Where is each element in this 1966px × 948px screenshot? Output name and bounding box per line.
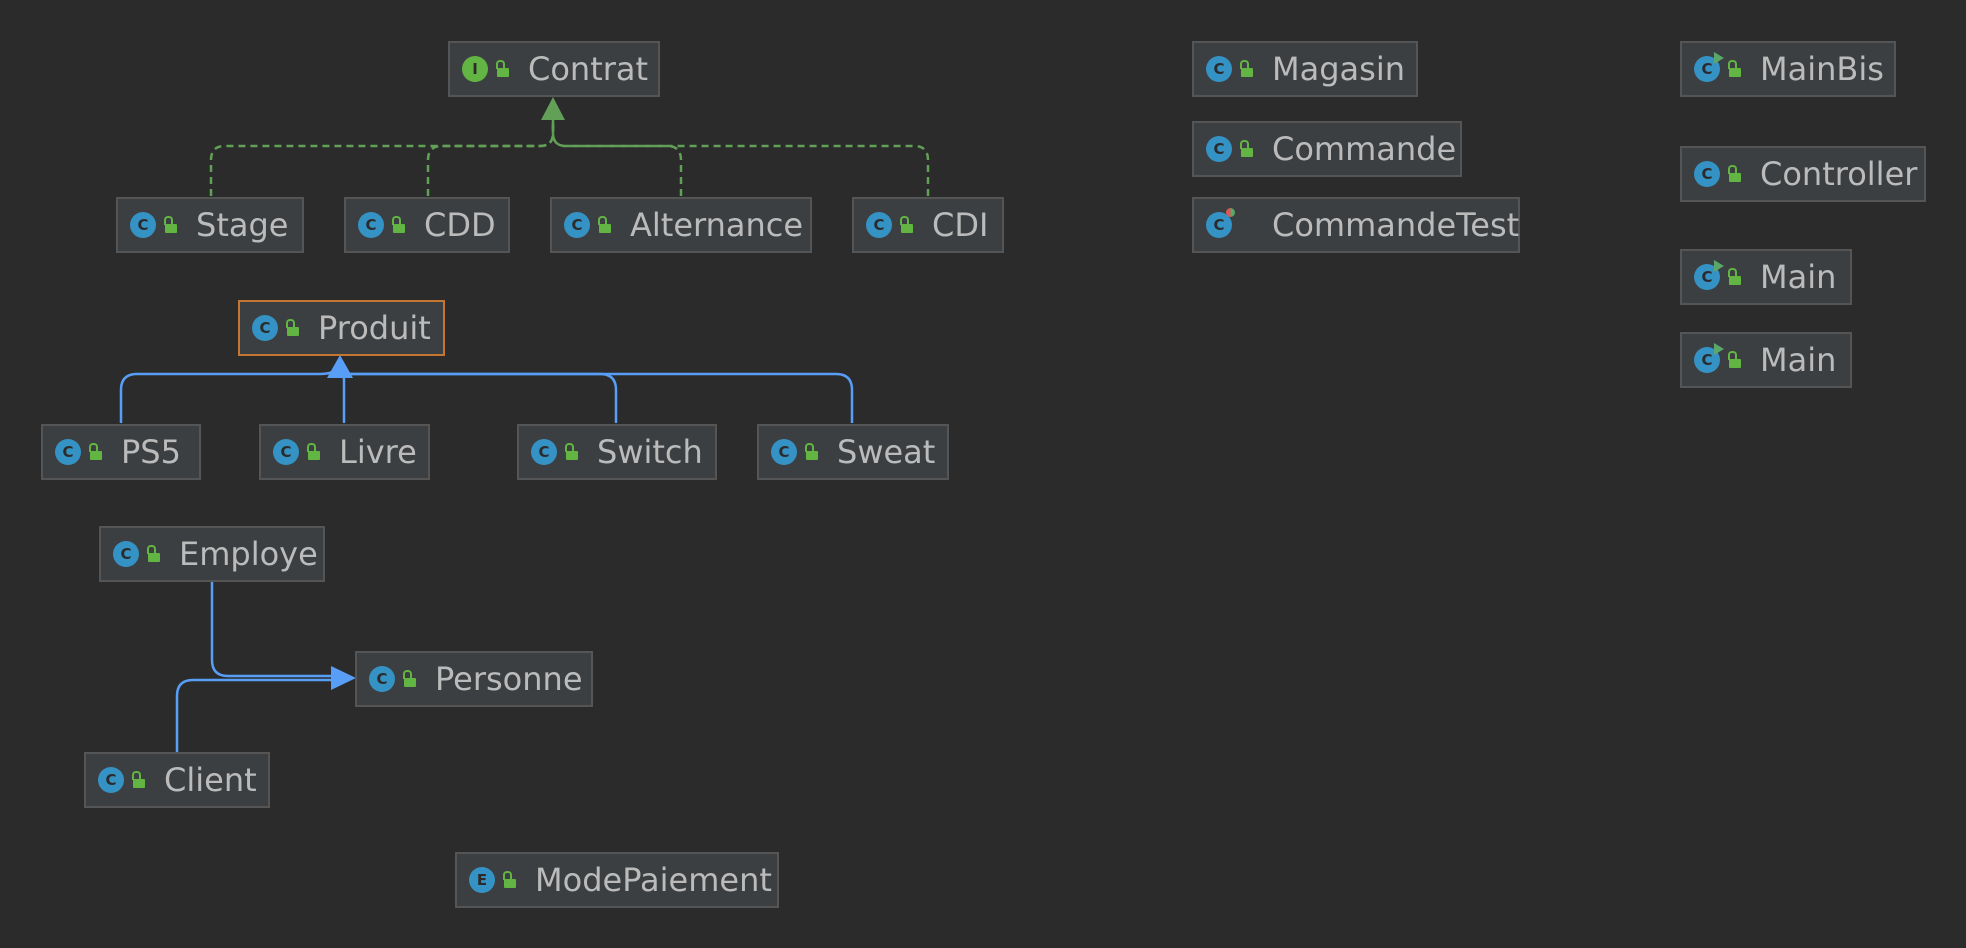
public-lock-icon: [1728, 351, 1742, 369]
class-node-commandetest[interactable]: C CommandeTest: [1192, 197, 1520, 253]
class-badge-icon: C: [55, 439, 81, 465]
class-badge-icon: C: [252, 315, 278, 341]
class-node-mainbis[interactable]: C MainBis: [1680, 41, 1896, 97]
class-node-employe[interactable]: C Employe: [99, 526, 325, 582]
class-name-label: MainBis: [1760, 50, 1884, 88]
class-name-label: CommandeTest: [1272, 206, 1520, 244]
edge-client-personne: [175, 678, 338, 752]
edge-ps5-produit: [119, 359, 342, 423]
public-lock-icon: [286, 319, 300, 337]
class-name-label: Stage: [196, 206, 289, 244]
class-name-label: Client: [164, 761, 257, 799]
edge-employe-personne: [210, 581, 338, 678]
public-lock-icon: [147, 545, 161, 563]
public-lock-icon: [403, 670, 417, 688]
class-node-produit[interactable]: C Produit: [238, 300, 445, 356]
class-node-main2[interactable]: C Main: [1680, 332, 1852, 388]
class-name-label: Employe: [179, 535, 318, 573]
class-node-cdi[interactable]: C CDI: [852, 197, 1004, 253]
edge-alternance-contrat: [551, 110, 683, 196]
class-badge-icon: C: [1206, 136, 1232, 162]
class-node-controller[interactable]: C Controller: [1680, 146, 1926, 202]
class-node-switch[interactable]: C Switch: [517, 424, 717, 480]
class-node-contrat[interactable]: I Contrat: [448, 41, 660, 97]
class-name-label: Magasin: [1272, 50, 1405, 88]
class-name-label: Main: [1760, 341, 1837, 379]
class-badge-icon: C: [113, 541, 139, 567]
extends-arrowhead-personne: [331, 666, 356, 690]
class-name-label: ModePaiement: [535, 861, 772, 899]
public-lock-icon: [1240, 60, 1254, 78]
class-node-cdd[interactable]: C CDD: [344, 197, 510, 253]
class-badge-icon: C: [273, 439, 299, 465]
class-name-label: Livre: [339, 433, 417, 471]
class-name-label: CDD: [424, 206, 496, 244]
class-badge-icon: C: [130, 212, 156, 238]
runnable-badge-icon: C: [1694, 52, 1724, 82]
class-node-client[interactable]: C Client: [84, 752, 270, 808]
edge-stage-contrat: [209, 110, 555, 196]
class-badge-icon: C: [98, 767, 124, 793]
class-node-magasin[interactable]: C Magasin: [1192, 41, 1418, 97]
public-lock-icon: [1728, 165, 1742, 183]
public-lock-icon: [164, 216, 178, 234]
public-lock-icon: [900, 216, 914, 234]
class-node-sweat[interactable]: C Sweat: [757, 424, 949, 480]
class-name-label: Switch: [597, 433, 703, 471]
class-node-main1[interactable]: C Main: [1680, 249, 1852, 305]
enum-badge-icon: E: [469, 867, 495, 893]
class-name-label: Commande: [1272, 130, 1457, 168]
edge-cdi-contrat: [551, 110, 930, 196]
class-name-label: Personne: [435, 660, 583, 698]
class-name-label: CDI: [932, 206, 989, 244]
class-name-label: Contrat: [528, 50, 649, 88]
public-lock-icon: [132, 771, 146, 789]
class-badge-icon: C: [369, 666, 395, 692]
public-lock-icon: [1240, 140, 1254, 158]
class-badge-icon: C: [1206, 56, 1232, 82]
public-lock-icon: [1728, 268, 1742, 286]
class-badge-icon: C: [564, 212, 590, 238]
public-lock-icon: [805, 443, 819, 461]
implements-arrowhead: [541, 97, 565, 120]
extends-arrowhead-produit: [327, 355, 353, 378]
public-lock-icon: [503, 871, 517, 889]
class-name-label: Main: [1760, 258, 1837, 296]
class-badge-icon: C: [771, 439, 797, 465]
class-badge-icon: C: [358, 212, 384, 238]
class-name-label: Sweat: [837, 433, 936, 471]
public-lock-icon: [307, 443, 321, 461]
public-lock-icon: [392, 216, 406, 234]
public-lock-icon: [1728, 60, 1742, 78]
package-private-icon: [1240, 216, 1254, 234]
public-lock-icon: [496, 60, 510, 78]
class-node-stage[interactable]: C Stage: [116, 197, 304, 253]
public-lock-icon: [89, 443, 103, 461]
class-badge-icon: C: [866, 212, 892, 238]
class-node-alternance[interactable]: C Alternance: [550, 197, 812, 253]
runnable-badge-icon: C: [1694, 260, 1724, 290]
class-node-ps5[interactable]: C PS5: [41, 424, 201, 480]
edge-cdd-contrat: [426, 110, 555, 196]
interface-badge-icon: I: [462, 56, 488, 82]
public-lock-icon: [565, 443, 579, 461]
runnable-badge-icon: C: [1694, 343, 1724, 373]
public-lock-icon: [598, 216, 612, 234]
class-name-label: Produit: [318, 309, 431, 347]
class-node-livre[interactable]: C Livre: [259, 424, 430, 480]
class-badge-icon: C: [1694, 161, 1720, 187]
class-name-label: Alternance: [630, 206, 804, 244]
test-badge-icon: C: [1206, 208, 1235, 238]
class-node-commande[interactable]: C Commande: [1192, 121, 1462, 177]
edge-sweat-produit: [350, 372, 854, 423]
class-node-modepaiement[interactable]: E ModePaiement: [455, 852, 779, 908]
class-name-label: PS5: [121, 433, 181, 471]
class-name-label: Controller: [1760, 155, 1918, 193]
class-badge-icon: C: [531, 439, 557, 465]
class-node-personne[interactable]: C Personne: [355, 651, 593, 707]
